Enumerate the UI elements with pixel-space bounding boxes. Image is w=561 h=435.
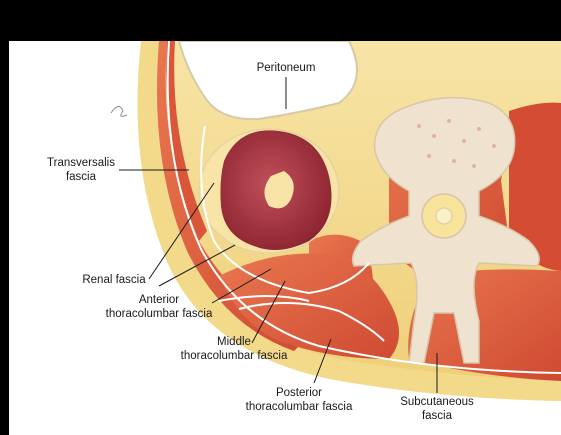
label-peritoneum: Peritoneum xyxy=(257,62,316,74)
label-subcutaneous-2: fascia xyxy=(422,410,453,422)
label-posterior-1: Posterior xyxy=(276,387,322,399)
label-transversalis-2: fascia xyxy=(66,171,97,183)
label-transversalis-1: Transversalis xyxy=(47,157,115,169)
label-subcutaneous-1: Subcutaneous xyxy=(400,396,474,408)
anatomy-illustration: Peritoneum Transversalis fascia Renal fa… xyxy=(9,41,561,435)
label-anterior-2: thoracolumbar fascia xyxy=(106,308,213,320)
label-middle-2: thoracolumbar fascia xyxy=(181,350,288,362)
label-renal-fascia: Renal fascia xyxy=(82,274,146,286)
label-anterior-1: Anterior xyxy=(139,294,179,306)
spinal-cord-center xyxy=(436,208,452,224)
label-posterior-2: thoracolumbar fascia xyxy=(246,401,353,413)
label-middle-1: Middle xyxy=(217,336,251,348)
